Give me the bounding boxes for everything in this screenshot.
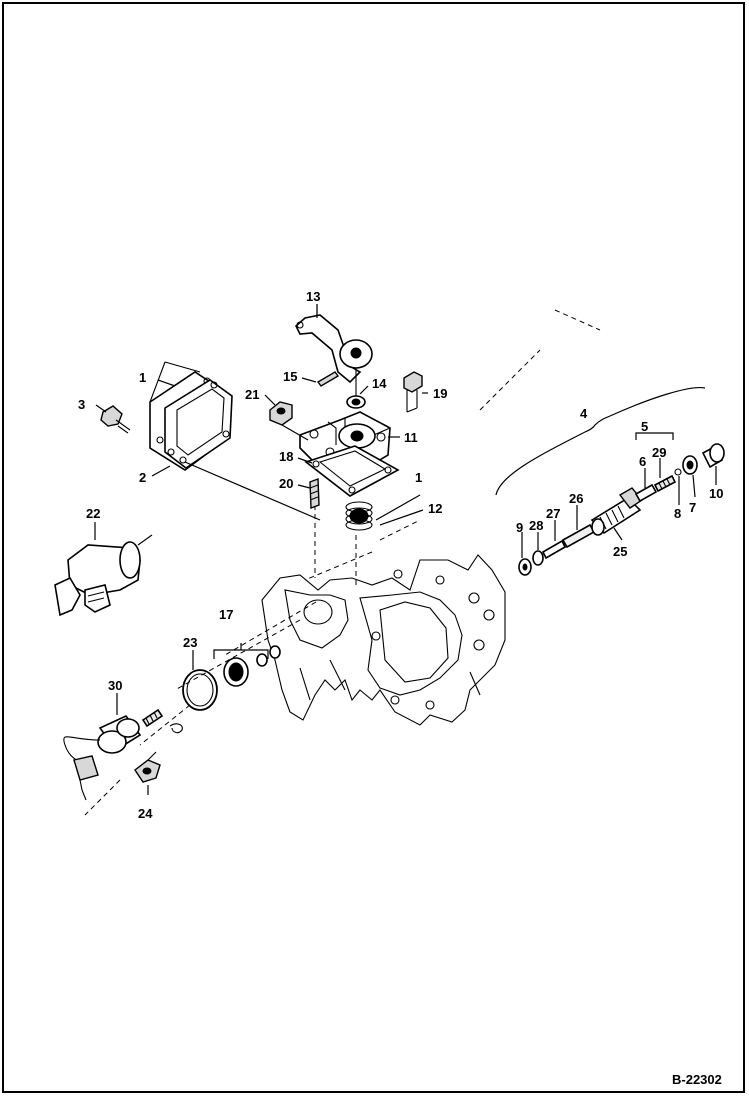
- stop-solenoid: [54, 534, 153, 617]
- leader-lines: [94, 304, 717, 795]
- housing-gasket: [304, 445, 400, 497]
- callout-28: 28: [529, 518, 543, 533]
- callout-27: 27: [546, 506, 560, 521]
- callout-13: 13: [306, 289, 320, 304]
- callout-9: 9: [516, 520, 523, 535]
- callout-1: 1: [139, 370, 146, 385]
- governor-lever: [295, 304, 373, 384]
- housing-bolt: [403, 371, 423, 413]
- callout-17: 17: [219, 607, 233, 622]
- callout-6: 6: [639, 454, 646, 469]
- spring: [345, 501, 373, 531]
- callout-12: 12: [428, 501, 442, 516]
- washer: [346, 395, 366, 409]
- callout-1-secondary: 1: [415, 470, 422, 485]
- nut: [269, 401, 293, 426]
- callout-11: 11: [404, 430, 418, 445]
- callout-14: 14: [372, 376, 387, 391]
- callout-24: 24: [138, 806, 153, 821]
- callout-5: 5: [641, 419, 648, 434]
- callout-labels: 1 2 3 4 5 6 7 8 9 10 11 12 13 14 15 17 1…: [78, 289, 723, 821]
- callout-4: 4: [580, 406, 588, 421]
- callout-25: 25: [613, 544, 627, 559]
- callout-20: 20: [279, 476, 293, 491]
- engine-block: [261, 554, 506, 726]
- alignment-lines: [84, 309, 601, 816]
- callout-26: 26: [569, 491, 583, 506]
- callout-23: 23: [183, 635, 197, 650]
- shaft-assembly: [518, 443, 725, 576]
- callout-29: 29: [652, 445, 666, 460]
- callout-2: 2: [139, 470, 146, 485]
- callout-10: 10: [709, 486, 723, 501]
- callout-30: 30: [108, 678, 122, 693]
- o-ring: [182, 669, 218, 711]
- group-brackets: [213, 386, 706, 659]
- gasket: [164, 379, 233, 469]
- nut-guide-line: [281, 424, 309, 441]
- bolt: [100, 405, 131, 434]
- callout-22: 22: [86, 506, 100, 521]
- gasket-guide-line: [184, 461, 321, 521]
- sensor: [134, 751, 161, 783]
- callout-15: 15: [283, 369, 297, 384]
- pin: [316, 371, 340, 387]
- callout-19: 19: [433, 386, 447, 401]
- stud: [309, 478, 320, 509]
- fuel-solenoid: [63, 708, 183, 801]
- callout-21: 21: [245, 387, 259, 402]
- shutoff-parts: [223, 645, 281, 687]
- callout-18: 18: [279, 449, 293, 464]
- callout-7: 7: [689, 500, 696, 515]
- callout-8: 8: [674, 506, 681, 521]
- callout-3: 3: [78, 397, 85, 412]
- figure-number: B-22302: [672, 1072, 722, 1087]
